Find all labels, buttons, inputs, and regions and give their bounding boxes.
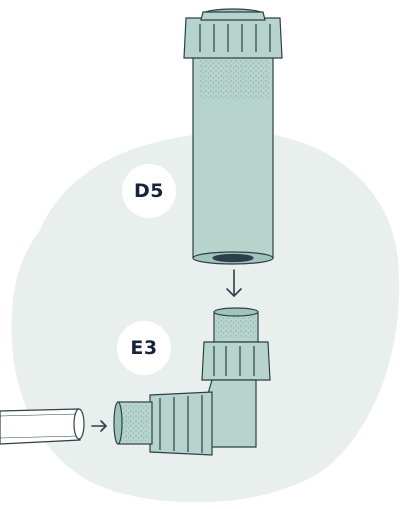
right-arrow-icon: [91, 420, 108, 432]
pipe: [0, 408, 85, 445]
background-blob: [11, 131, 400, 503]
down-arrow-icon: [226, 269, 242, 298]
label-d5: D5: [122, 164, 176, 218]
label-e3: E3: [117, 321, 171, 375]
cartridge-cap: [183, 17, 283, 59]
elbow-fitting: [113, 307, 271, 456]
filter-cartridge: [183, 8, 283, 265]
elbow-body: [204, 379, 257, 448]
